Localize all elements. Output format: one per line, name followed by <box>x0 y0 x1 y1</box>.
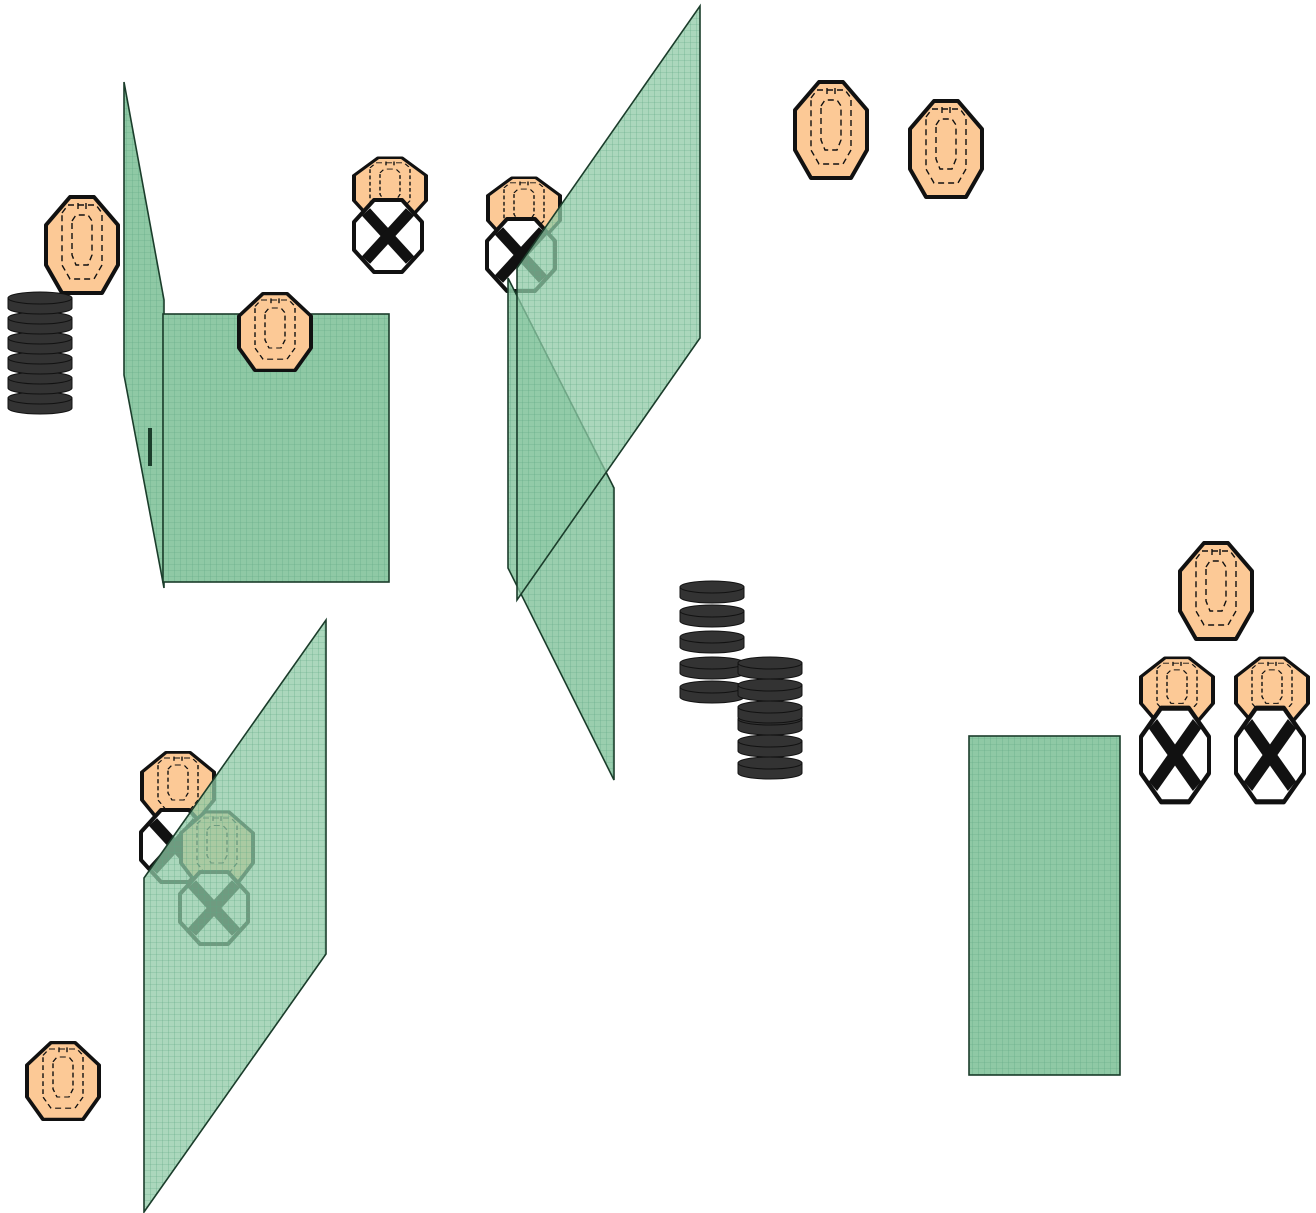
barrel-stack-center-b <box>738 657 802 779</box>
vision-barrier-left-slanted <box>124 82 164 588</box>
shoot-target <box>910 101 982 197</box>
no-shoot-target <box>1236 708 1304 802</box>
vision-barrier-right <box>969 736 1120 1075</box>
shoot-target <box>1180 543 1252 639</box>
vision-barrier-lower-left <box>144 620 326 1212</box>
shoot-target <box>27 1043 99 1120</box>
barrel-stack-left <box>8 292 72 414</box>
no-shoot-target <box>354 200 422 272</box>
barrel-stack-center-a <box>680 581 744 703</box>
shoot-target <box>795 82 867 178</box>
no-shoot-target <box>1141 708 1209 802</box>
shoot-target <box>46 197 118 293</box>
shoot-target <box>239 294 311 371</box>
